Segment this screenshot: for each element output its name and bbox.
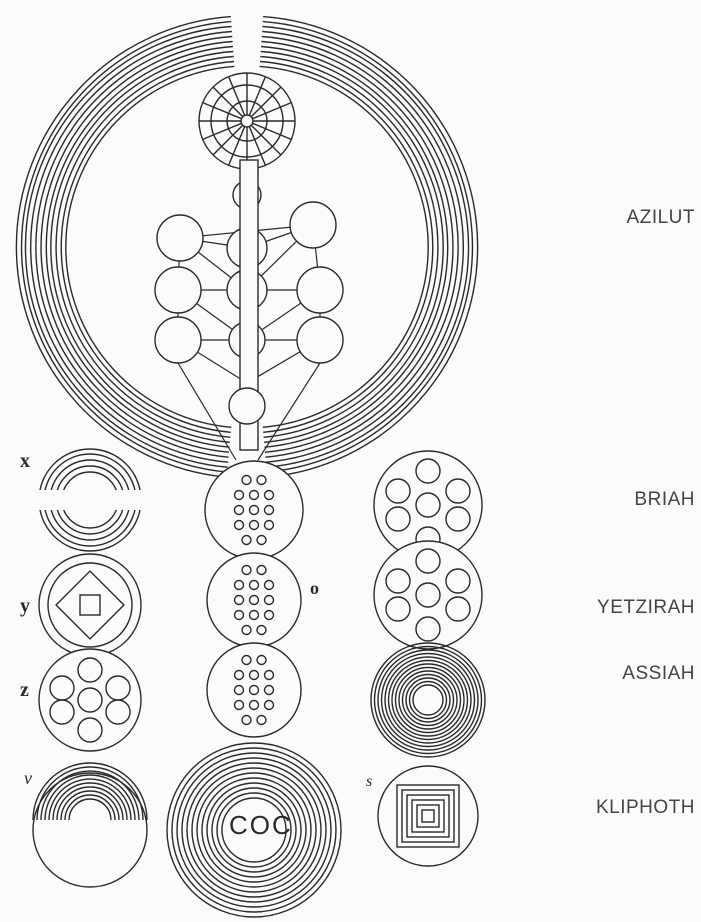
azilut-ring-arc xyxy=(263,17,478,478)
sephira-circle xyxy=(297,317,343,363)
sephira-circle xyxy=(297,267,343,313)
right-world-column xyxy=(371,451,485,866)
world-disc xyxy=(39,554,141,656)
sephira-circle xyxy=(155,267,201,313)
assiah-ring xyxy=(389,661,468,740)
nested-square xyxy=(402,790,454,842)
letter-s: s xyxy=(366,773,372,790)
world-disc xyxy=(39,649,141,751)
sephira-circle xyxy=(155,317,201,363)
label-kliphoth: KLIPHOTH xyxy=(596,797,695,819)
nested-square xyxy=(422,810,434,822)
letter-y: y xyxy=(20,595,30,617)
assiah-ring xyxy=(399,671,457,729)
label-briah: BRIAH xyxy=(634,489,695,511)
world-disc xyxy=(374,541,482,649)
label-assiah: ASSIAH xyxy=(622,663,695,685)
kliphoth-disc xyxy=(378,766,478,866)
letter-x: x xyxy=(20,450,30,472)
nested-square xyxy=(397,785,459,847)
world-lobe xyxy=(205,461,303,559)
label-yetzirah: YETZIRAH xyxy=(597,597,695,619)
center-glyph: COC xyxy=(229,810,293,840)
assiah-ring xyxy=(410,682,447,719)
middle-world-column xyxy=(205,461,303,737)
letter-o: o xyxy=(310,578,319,598)
world-lobe xyxy=(207,553,301,647)
sephira-circle xyxy=(229,388,265,424)
azilut-ring-arc xyxy=(263,22,473,473)
tree-lower-sephiroth xyxy=(229,388,265,424)
assiah-ring xyxy=(378,650,478,750)
nested-square xyxy=(407,795,449,837)
letter-v: v xyxy=(24,768,32,788)
kliphoth-arc xyxy=(69,799,111,820)
nested-square xyxy=(417,805,439,827)
label-azilut: AZILUT xyxy=(627,207,695,229)
assiah-ring xyxy=(413,685,443,715)
left-kliphoth-rings xyxy=(33,763,147,887)
assiah-ring xyxy=(375,647,482,754)
world-lobe xyxy=(207,643,301,737)
sephira-circle xyxy=(290,202,336,248)
sephira-circle xyxy=(157,215,203,261)
assiah-ring xyxy=(396,668,461,733)
letter-z: z xyxy=(20,679,29,701)
left-world-column xyxy=(33,449,147,887)
assiah-ring xyxy=(385,657,471,743)
kliphoth-disc xyxy=(33,773,147,887)
